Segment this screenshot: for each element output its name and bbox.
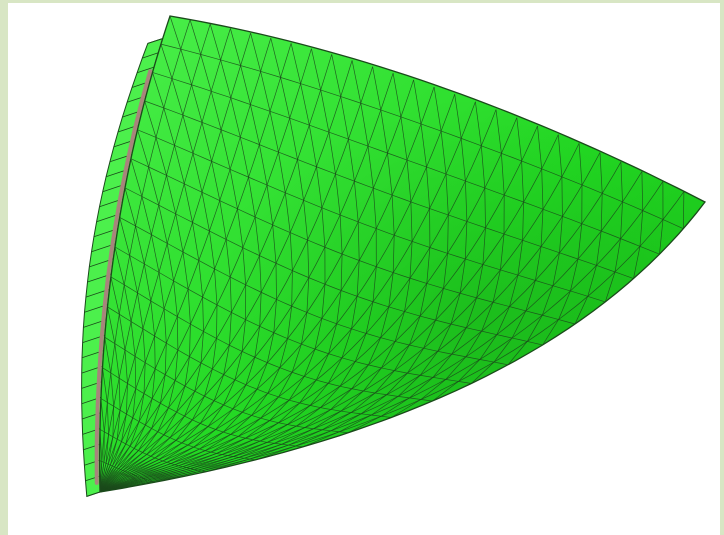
shell-outline: [99, 15, 706, 493]
viewport-frame-left: [0, 0, 8, 535]
mesh-line-diagonal: [99, 276, 128, 493]
mesh-line-diagonal: [99, 367, 109, 493]
viewport-frame-top: [0, 0, 724, 3]
mesh-line-diagonal: [99, 48, 343, 493]
mesh-line-diagonal: [99, 28, 277, 493]
mesh-line-diagonal: [391, 109, 505, 418]
mesh-line-diagonal: [99, 43, 326, 493]
mesh-line-diagonal: [255, 86, 449, 461]
rim-element-edge: [147, 38, 163, 44]
mesh-line-diagonal: [347, 101, 486, 434]
mesh-line-diagonal: [99, 15, 232, 493]
mesh-line-diagonal: [99, 129, 179, 493]
mesh-line-diagonal: [99, 187, 156, 493]
mesh-line-diagonal: [99, 66, 395, 493]
mesh-grid-lines: [99, 15, 685, 493]
mesh-line-diagonal: [507, 134, 563, 366]
mesh-line-diagonal: [153, 73, 413, 483]
mesh-line-diagonal: [574, 152, 603, 325]
mesh-line-diagonal: [99, 100, 191, 493]
mesh-line-diagonal: [99, 33, 293, 493]
mesh-line-diagonal: [542, 143, 583, 346]
shell-edge-band: [94, 69, 153, 485]
mesh-line-diagonal: [99, 398, 105, 493]
mesh-line-diagonal: [99, 38, 310, 493]
mesh-line-diagonal: [99, 54, 360, 493]
mesh-line-diagonal: [99, 60, 377, 493]
mesh-line-diagonal: [99, 72, 204, 493]
mesh-line-diagonal: [99, 246, 137, 493]
mesh-line-diagonal: [99, 158, 167, 493]
mesh-line-diagonal: [99, 23, 262, 493]
mesh-line-diagonal: [99, 429, 103, 493]
mesh-line-diagonal: [471, 125, 544, 384]
rim-element-edge: [136, 66, 155, 74]
shell-surface-shading: [99, 16, 705, 492]
mesh-line-diagonal: [99, 19, 247, 493]
mesh-line-diagonal: [99, 43, 218, 493]
mesh-line-diagonal: [604, 161, 623, 303]
edge-band-stripe: [94, 69, 153, 485]
mesh-line-diagonal: [99, 217, 146, 493]
viewport-frame-right: [720, 0, 724, 535]
mesh-line-diagonal: [99, 306, 121, 493]
mesh-line-diagonal: [99, 337, 115, 493]
rim-element-edge: [86, 491, 101, 497]
mesh-line-diagonal: [205, 79, 431, 473]
mesh-line-diagonal: [302, 94, 468, 448]
mesh-line-diagonal: [659, 181, 664, 255]
mesh-line-diagonal: [432, 117, 524, 402]
rim-element-edge: [142, 52, 159, 59]
mesh-line-diagonal: [682, 191, 685, 229]
mesh-line-diagonal: [633, 171, 644, 279]
